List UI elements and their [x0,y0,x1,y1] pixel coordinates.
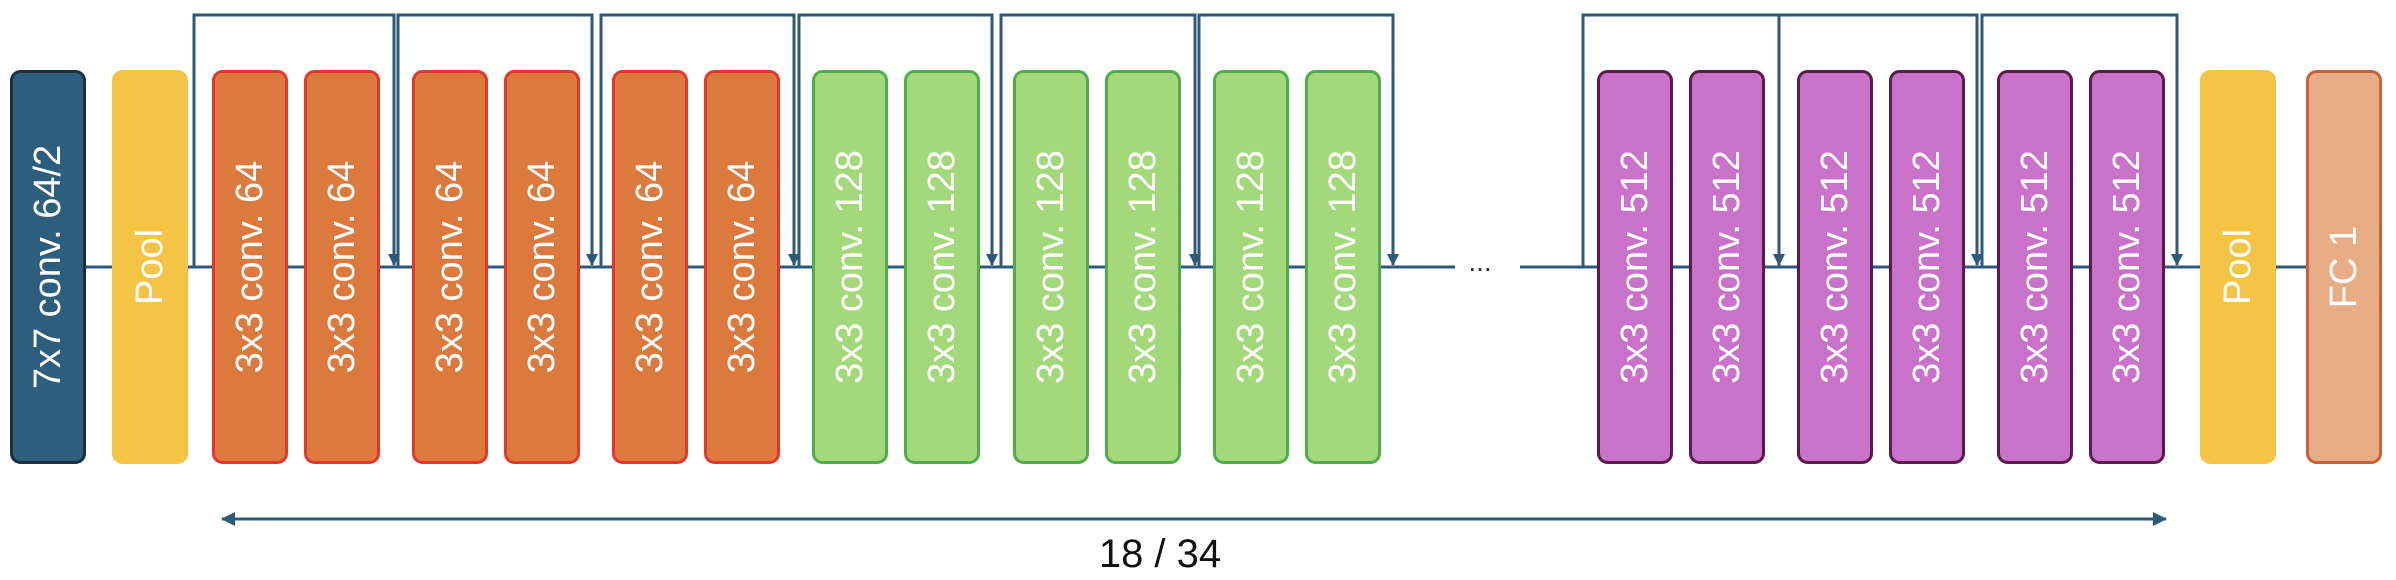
ellipsis: ... [1468,246,1491,277]
skip-connection-arrow [396,13,598,267]
skip-connection-arrow [1197,13,1399,267]
layer-block: 3x3 conv. 512 [1597,70,1673,464]
layer-block-rect [1797,70,1873,464]
layer-block-label: 3x3 conv. 128 [1230,150,1272,384]
layer-block-rect [1889,70,1965,464]
layer-block-rect [2200,70,2276,464]
layer-block-rect [112,70,188,464]
layer-block-rect [304,70,380,464]
layer-block-label: 3x3 conv. 512 [1706,150,1748,384]
layer-blocks: 7x7 conv. 64/2 Pool 3x3 conv. 64 3x3 conv. … [10,70,2382,464]
layer-block-rect [1305,70,1381,464]
layer-block-label: Pool [2217,229,2259,305]
layer-block: 3x3 conv. 128 [1013,70,1089,464]
layer-block-label: 3x3 conv. 128 [1122,150,1164,384]
layer-block: 3x3 conv. 128 [1305,70,1381,464]
layer-block-rect [504,70,580,464]
skip-connection-arrow [1777,13,1983,267]
skip-connection-arrow [599,13,800,267]
layer-block-label: 3x3 conv. 64 [321,161,363,374]
layer-block-label: 3x3 conv. 64 [429,161,471,374]
layer-block: 3x3 conv. 512 [1797,70,1873,464]
layer-block: Pool [112,70,188,464]
layer-block-label: 7x7 conv. 64/2 [27,145,69,389]
layer-block-label: FC 1 [2323,226,2365,308]
layer-block: 3x3 conv. 128 [1105,70,1181,464]
layer-block-rect [704,70,780,464]
layer-block-rect [212,70,288,464]
layer-block-rect [904,70,980,464]
layer-block: Pool [2200,70,2276,464]
skip-connections [192,13,2183,267]
layer-block: 3x3 conv. 64 [612,70,688,464]
layer-block: 3x3 conv. 64 [304,70,380,464]
layer-block: 3x3 conv. 64 [504,70,580,464]
skip-connection-arrow [1980,13,2183,267]
skip-connection-arrow [797,13,998,267]
layer-block-label: 3x3 conv. 64 [521,161,563,374]
layer-block-rect [812,70,888,464]
layer-block-rect [2089,70,2165,464]
layer-block: 3x3 conv. 128 [812,70,888,464]
layer-block-rect [1213,70,1289,464]
layer-block: 3x3 conv. 64 [412,70,488,464]
layer-block-label: 3x3 conv. 512 [2106,150,2148,384]
layer-block-label: 3x3 conv. 64 [229,161,271,374]
layer-block-label: 3x3 conv. 128 [921,150,963,384]
layer-block-label: 3x3 conv. 512 [2014,150,2056,384]
layer-block: 3x3 conv. 128 [1213,70,1289,464]
layer-block-label: 3x3 conv. 512 [1906,150,1948,384]
layer-block: 3x3 conv. 128 [904,70,980,464]
skip-connection-arrow [192,13,400,267]
skip-connection-arrow [999,13,1201,267]
layer-block-rect [1597,70,1673,464]
layer-block-label: 3x3 conv. 64 [629,161,671,374]
layer-block-label: 3x3 conv. 512 [1814,150,1856,384]
depth-label: 18 / 34 [1099,532,1221,576]
layer-block: 3x3 conv. 512 [1997,70,2073,464]
layer-block-label: Pool [129,229,171,305]
layer-block-rect [412,70,488,464]
layer-block: 3x3 conv. 64 [704,70,780,464]
layer-block-rect [1105,70,1181,464]
layer-block: 3x3 conv. 64 [212,70,288,464]
layer-block: 7x7 conv. 64/2 [10,70,86,464]
layer-block-label: 3x3 conv. 128 [829,150,871,384]
layer-block-rect [1997,70,2073,464]
layer-block-rect [1013,70,1089,464]
layer-block-label: 3x3 conv. 128 [1322,150,1364,384]
layer-block-rect [10,70,86,464]
layer-block-label: 3x3 conv. 512 [1614,150,1656,384]
layer-block: 3x3 conv. 512 [1689,70,1765,464]
layer-block: 3x3 conv. 512 [1889,70,1965,464]
layer-block: 3x3 conv. 512 [2089,70,2165,464]
layer-block-label: 3x3 conv. 128 [1030,150,1072,384]
layer-block: FC 1 [2306,70,2382,464]
layer-block-rect [2306,70,2382,464]
layer-block-label: 3x3 conv. 64 [721,161,763,374]
layer-block-rect [1689,70,1765,464]
layer-block-rect [612,70,688,464]
